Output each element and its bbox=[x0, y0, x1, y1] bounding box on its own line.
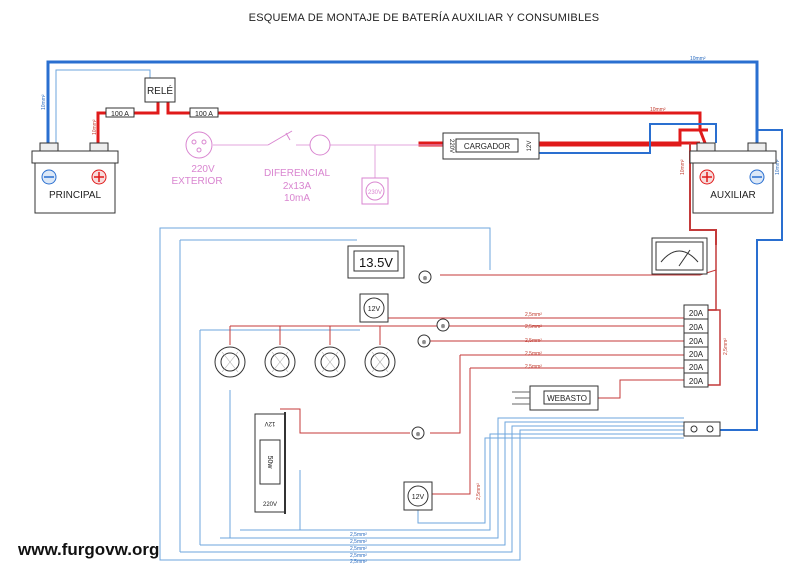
breaker-label-1: DIFERENCIAL bbox=[264, 168, 331, 179]
fuse-20a-5: 20A bbox=[689, 363, 704, 372]
wire-label-25-r7: 2,5mm² bbox=[476, 483, 482, 500]
webasto-heater: WEBASTO bbox=[512, 385, 599, 411]
socket-12v-top: 12V bbox=[359, 293, 389, 323]
wire-label-25-r4: 2,5mm² bbox=[525, 351, 542, 357]
breaker-label-2: 2x13A bbox=[283, 181, 312, 192]
wire-label-25-r5: 2,5mm² bbox=[525, 364, 542, 370]
ceiling-light-2 bbox=[264, 346, 296, 378]
battery-auxiliar: AUXILIAR bbox=[689, 142, 777, 214]
inverter-top-label: 12V bbox=[265, 420, 276, 426]
watermark: www.furgovw.org bbox=[17, 540, 159, 559]
webasto-label: WEBASTO bbox=[547, 394, 587, 403]
aux-negative-wire bbox=[720, 129, 783, 431]
fuse-label: 100 A bbox=[111, 111, 129, 118]
socket-12v-label: 12V bbox=[412, 494, 425, 501]
ceiling-light-4 bbox=[364, 346, 396, 378]
wire-label-10-aux-neg: 10mm² bbox=[775, 159, 781, 175]
switch-voltmeter: ⊗ bbox=[418, 270, 432, 284]
switch-inverter: ⊗ bbox=[411, 426, 425, 440]
charger: CARGADOR 220V 12V bbox=[442, 132, 540, 160]
wire-label-25-r1: 2,5mm² bbox=[525, 312, 542, 318]
ac-circuit: 220V EXTERIOR DIFERENCIAL 2x13A 10mA 230… bbox=[171, 130, 443, 205]
outlet-230-label: 230V bbox=[368, 190, 382, 196]
switch-lights-1: ⊗ bbox=[436, 318, 450, 332]
relay: RELÉ bbox=[144, 77, 176, 103]
wire-label-10-top: 10mm² bbox=[690, 56, 706, 62]
fuse-box-20a: 20A 20A 20A 20A 20A 20A bbox=[683, 304, 709, 388]
breaker-switch-icon bbox=[267, 130, 293, 146]
gauge-needle-icon bbox=[678, 249, 691, 267]
wire-label-25-r2: 2,5mm² bbox=[525, 324, 542, 330]
inverter-mid-label: 50w bbox=[266, 456, 273, 470]
outlet-230-icon bbox=[365, 181, 385, 201]
relay-label: RELÉ bbox=[147, 84, 173, 97]
wire-label-10-principal: 10mm² bbox=[92, 119, 98, 135]
inverter-bottom-label: 220V bbox=[263, 502, 277, 508]
wire-label-25-d: 2,5mm² bbox=[350, 553, 367, 559]
diagram-title: ESQUEMA DE MONTAJE DE BATERÍA AUXILIAR Y… bbox=[249, 11, 600, 24]
wire-label-10-left: 10mm² bbox=[41, 94, 47, 110]
charger-right-label: 12V bbox=[527, 141, 533, 152]
consumer-positive-wires: 2,5mm² 2,5mm² 2,5mm² 2,5mm² 2,5mm² 2,5mm… bbox=[229, 245, 729, 500]
socket-12v-label: 12V bbox=[368, 306, 381, 313]
charger-label: CARGADOR bbox=[464, 142, 510, 151]
charger-negative-wire bbox=[539, 123, 717, 154]
svg-text:⊗: ⊗ bbox=[422, 276, 427, 282]
svg-text:⊗: ⊗ bbox=[440, 324, 445, 330]
voltmeter-display: 13.5V bbox=[347, 245, 405, 279]
socket-label-1: 220V bbox=[191, 164, 215, 175]
ceiling-light-1 bbox=[214, 346, 246, 378]
svg-text:⊗: ⊗ bbox=[415, 432, 420, 438]
consumer-negative-wires: 2,5mm² 2,5mm² 2,5mm² 2,5mm² 2,5mm² bbox=[159, 227, 684, 565]
switch-lights-2: ⊗ bbox=[417, 334, 431, 348]
negative-bus-bar bbox=[683, 421, 721, 437]
fuse-20a-2: 20A bbox=[689, 323, 704, 332]
fuse-100a-left: 100 A bbox=[105, 107, 135, 118]
fuse-20a-1: 20A bbox=[689, 309, 704, 318]
wire-label-25-r6: 2,5mm² bbox=[723, 338, 729, 355]
wire-label-25-a: 2,5mm² bbox=[350, 532, 367, 538]
charger-left-label: 220V bbox=[448, 139, 454, 153]
exterior-socket-icon bbox=[185, 131, 213, 159]
svg-text:⊗: ⊗ bbox=[421, 340, 426, 346]
wire-label-25-e: 2,5mm² bbox=[350, 559, 367, 565]
negative-main-wire: 10mm² 10mm² bbox=[41, 56, 759, 143]
battery-principal-label: PRINCIPAL bbox=[49, 190, 101, 201]
inverter: 12V 50w 220V bbox=[254, 412, 286, 514]
analog-gauge bbox=[651, 237, 708, 275]
wire-label-10-aux: 10mm² bbox=[680, 159, 686, 175]
wire-label-25-c: 2,5mm² bbox=[350, 546, 367, 552]
wire-label-25-b: 2,5mm² bbox=[350, 539, 367, 545]
battery-auxiliar-label: AUXILIAR bbox=[710, 190, 756, 201]
socket-12v-bottom: 12V bbox=[403, 481, 433, 511]
wire-label-25-r3: 2,5mm² bbox=[525, 338, 542, 344]
fuse-20a-4: 20A bbox=[689, 350, 704, 359]
fuse-20a-6: 20A bbox=[689, 377, 704, 386]
ceiling-light-3 bbox=[314, 346, 346, 378]
fuse-label: 100 A bbox=[195, 111, 213, 118]
battery-principal: PRINCIPAL bbox=[31, 142, 119, 214]
breaker-coil-icon bbox=[309, 134, 331, 156]
positive-main-wire: 10mm² 10mm² 10mm² bbox=[92, 101, 717, 245]
fuse-20a-3: 20A bbox=[689, 337, 704, 346]
breaker-label-3: 10mA bbox=[284, 193, 310, 204]
socket-label-2: EXTERIOR bbox=[171, 176, 222, 187]
wire-label-10-red: 10mm² bbox=[650, 107, 666, 113]
voltmeter-reading: 13.5V bbox=[359, 255, 393, 270]
fuse-100a-right: 100 A bbox=[189, 107, 219, 118]
